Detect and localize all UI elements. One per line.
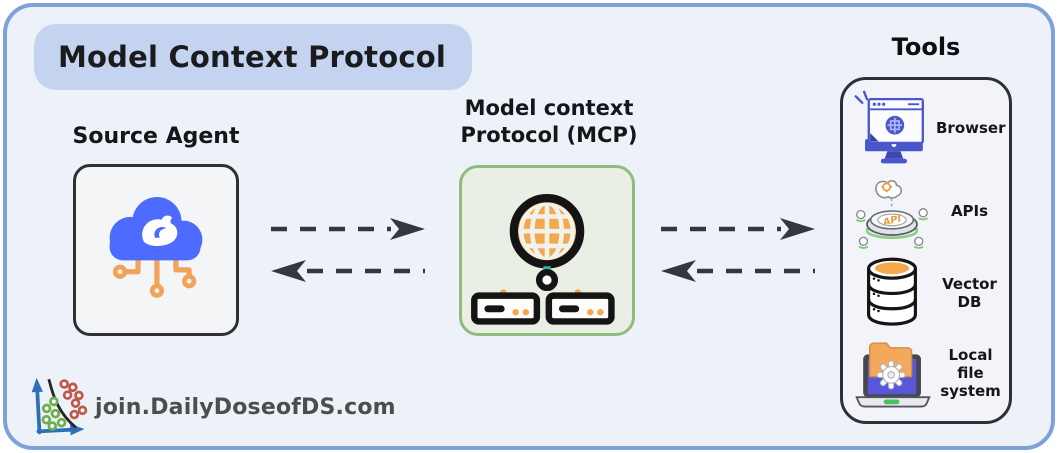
local-file-system-icon [850,332,936,414]
arrows-mcp-tools [661,218,815,282]
tool-item-local-file-system: Local file system [850,332,1005,414]
tool-item-vector-db: Vector DB [850,253,1005,332]
diagram-card: Model Context Protocol Source Agent [3,3,1055,450]
vector-db-icon [850,255,934,331]
mcp-box [459,165,635,336]
api-badge-text: API [881,213,903,228]
title-badge-label: Model Context Protocol [58,40,447,74]
tools-label: Tools [891,33,961,61]
api-platform-icon: API [850,169,934,253]
cloud-whale-agent-icon [109,196,203,298]
browser-icon [850,87,936,169]
mcp-label-line2: Protocol (MCP) [460,123,638,148]
scatter-plot-logo-icon [31,377,88,436]
source-agent-label: Source Agent [72,124,240,149]
tool-label-apis: APIs [950,202,989,220]
server-left [471,289,541,325]
title-badge: Model Context Protocol [34,24,472,90]
mcp-label-line1: Model context [464,96,634,120]
tool-item-browser: Browser [850,87,1006,169]
tool-item-apis: API [850,169,1005,253]
server-right [545,289,615,325]
source-agent-box [73,164,239,336]
gear-glyph [876,360,906,390]
tool-label-vector-db: Vector DB [942,274,997,311]
footer-brand: join.DailyDoseofDS.com [25,373,396,441]
mcp-label: Model context Protocol (MCP) [439,95,659,150]
tools-panel: Browser API [840,77,1012,424]
arrows-source-mcp [271,218,425,282]
tool-label-local-file-system: Local file system [940,346,1001,400]
footer-link[interactable]: join.DailyDoseofDS.com [95,394,396,420]
tool-label-browser: Browser [936,119,1006,137]
globe-servers-icon [471,193,615,325]
